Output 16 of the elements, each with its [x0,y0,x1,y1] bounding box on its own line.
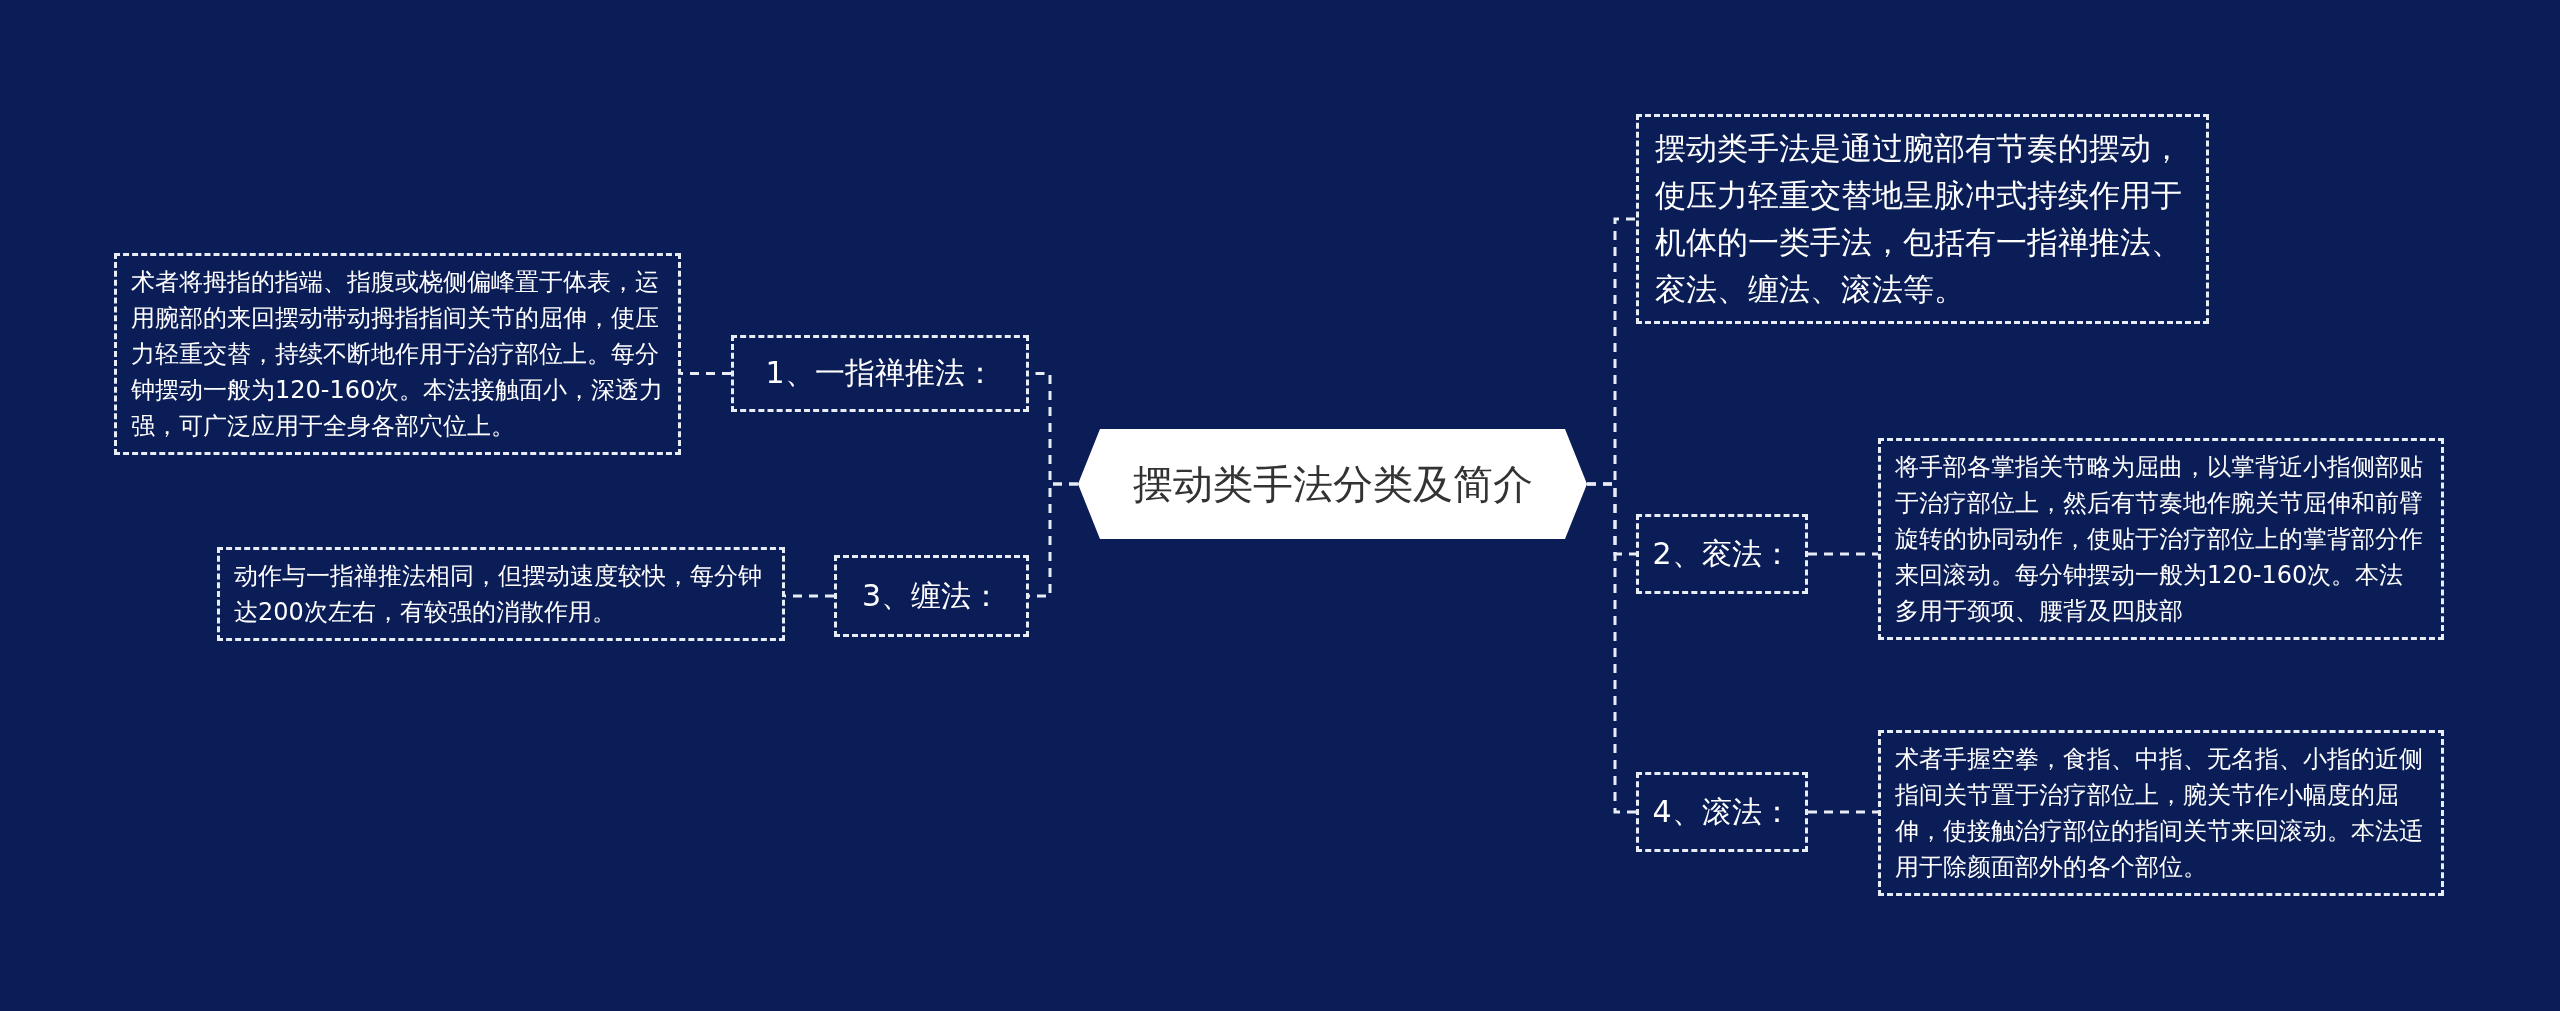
branch-box: 1、一指禅推法： [731,335,1029,412]
connector-line [1029,482,1078,598]
description-box: 术者将拇指的指端、指腹或桡侧偏峰置于体表，运用腕部的来回摆动带动拇指指间关节的屈伸，使压力轻重交替，持续不断地作用于治疗部位上。每分钟摆动一般为120-160次。本法接触面小，深透力强，可广泛应用于全身各部穴位上。 [114,253,681,455]
branch-box: 2、衮法： [1636,514,1808,594]
description-box: 摆动类手法是通过腕部有节奏的摆动，使压力轻重交替地呈脉冲式持续作用于机体的一类手法，包括有一指禅推法、衮法、缠法、滚法等。 [1636,114,2209,324]
branch-box: 4、滚法： [1636,772,1808,852]
connector-line [681,372,731,375]
description-box: 将手部各掌指关节略为屈曲，以掌背近小指侧部贴于治疗部位上，然后有节奏地作腕关节屈伸和前臂旋转的协同动作，使贴于治疗部位上的掌背部分作来回滚动。每分钟摆动一般为120-160次。本法多用于颈项、腰背及四肢部 [1878,438,2444,640]
branch-box: 3、缠法： [834,555,1029,637]
connector-line [1808,552,1878,556]
connector-line [1808,810,1878,814]
description-box: 动作与一指禅推法相同，但摆动速度较快，每分钟达200次左右，有较强的消散作用。 [217,547,785,641]
connector-line [785,594,834,598]
topic-box: 摆动类手法分类及简介 [1078,429,1587,539]
description-box: 术者手握空拳，食指、中指、无名指、小指的近侧指间关节置于治疗部位上，腕关节作小幅度的屈伸，使接触治疗部位的指间关节来回滚动。本法适用于除颜面部外的各个部位。 [1878,730,2444,896]
connector-line [1587,482,1636,814]
